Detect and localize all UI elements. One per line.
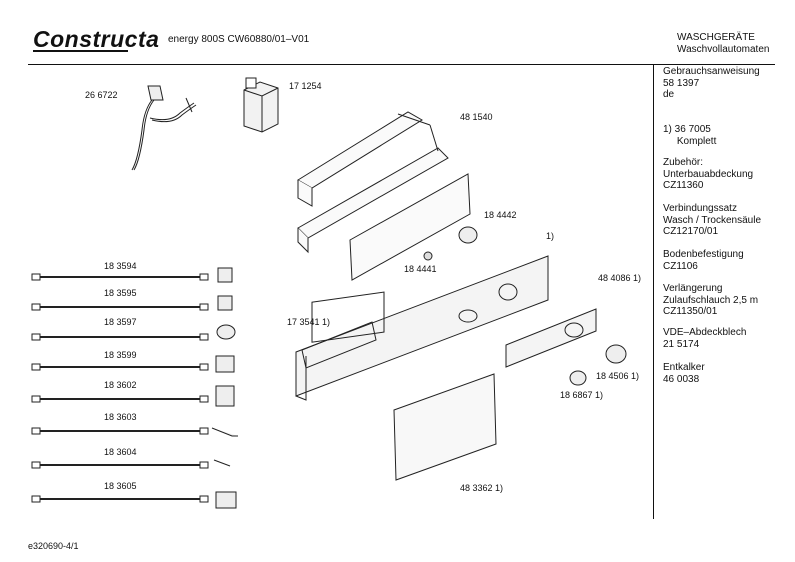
power-cable-drawing [131, 85, 197, 171]
label-knob-small: 18 4441 [404, 264, 437, 274]
model-title: energy 800S CW60880/01–V01 [168, 34, 310, 45]
label-cable-6: 18 3603 [104, 412, 137, 422]
label-cable-5: 18 3602 [104, 380, 137, 390]
side-note-complete: 1) 36 7005 Komplett [663, 124, 717, 147]
side-note-manual: Gebrauchsanweisung 58 1397 de [663, 66, 760, 100]
side-note-connection-kit: Verbindungssatz Wasch / Trockensäule CZ1… [663, 203, 762, 237]
label-cable-7: 18 3604 [104, 447, 137, 457]
exploded-view-diagram [31, 77, 627, 509]
filter-unit-drawing [243, 77, 279, 133]
label-ring-a: 18 4506 1) [596, 371, 640, 381]
side-note-descaler: Entkalker 46 0038 [663, 362, 705, 385]
header-divider [28, 64, 775, 65]
sidebar-divider [653, 64, 654, 519]
label-cable-2: 18 3595 [104, 288, 137, 298]
label-power-cable: 26 6722 [85, 90, 118, 100]
label-cable-8: 18 3605 [104, 481, 137, 491]
label-panel-note: 1) [546, 231, 555, 241]
label-cable-1: 18 3594 [104, 261, 137, 271]
category-subtitle: Waschvollautomaten [677, 44, 770, 55]
panel-right-drawing [505, 308, 597, 368]
label-cable-3: 18 3597 [104, 317, 137, 327]
drawer-front-drawing [393, 373, 497, 481]
cable-component-drawings [211, 267, 238, 509]
document-id: e320690-4/1 [28, 541, 79, 551]
side-note-floor-fixing: Bodenbefestigung CZ1106 [663, 249, 744, 272]
label-panel-right: 48 4086 1) [598, 273, 642, 283]
knob-drawing [423, 226, 478, 261]
label-filter-unit: 17 1254 [289, 81, 322, 91]
side-note-accessory: Zubehör: Unterbauabdeckung CZ11360 [663, 157, 754, 191]
brand-logo: Constructa [33, 26, 160, 52]
label-drawer-front: 48 3362 1) [460, 483, 504, 493]
label-knob-large: 18 4442 [484, 210, 517, 220]
ring-b-drawing [569, 370, 587, 386]
frame-drawing [301, 321, 377, 369]
label-detergent-frame: 17 3541 1) [287, 317, 331, 327]
category-title: WASCHGERÄTE [677, 32, 755, 43]
label-electronic-module: 48 1540 [460, 112, 493, 122]
side-note-hose-extension: Verlängerung Zulaufschlauch 2,5 m CZ1135… [663, 283, 759, 317]
ring-a-drawing [605, 344, 627, 364]
logo-underline [33, 50, 128, 52]
control-panel-drawing [295, 255, 549, 401]
electronic-module-drawing [297, 111, 471, 281]
label-ring-b: 18 6867 1) [560, 390, 604, 400]
label-cable-4: 18 3599 [104, 350, 137, 360]
side-note-cover-plate: VDE–Abdeckblech 21 5174 [663, 327, 747, 350]
cable-harness-drawings [31, 273, 209, 503]
